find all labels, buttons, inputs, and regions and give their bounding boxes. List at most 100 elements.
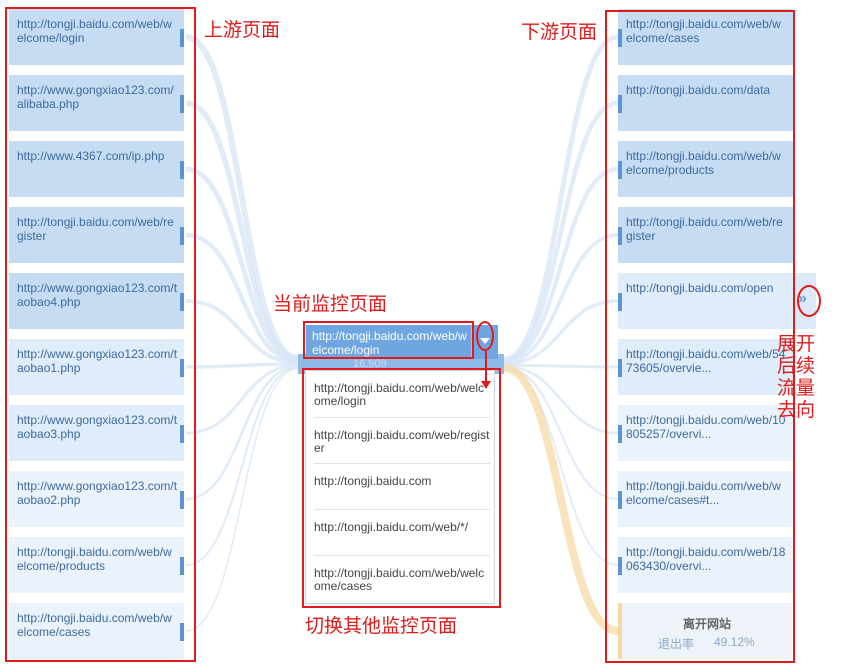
connector-tab: [618, 293, 622, 311]
page-url: http://www.gongxiao123.com/alibaba.php: [17, 83, 174, 111]
page-url: http://tongji.baidu.com/web/10805257/ove…: [626, 413, 786, 441]
right-page-node[interactable]: http://tongji.baidu.com/web/register: [618, 207, 793, 263]
expand-highlight-ring: [797, 285, 821, 317]
monitor-page-dropdown: http://tongji.baidu.com/web/welcome/logi…: [305, 370, 495, 604]
current-page-partial-value: 16,909: [353, 358, 387, 370]
left-page-node[interactable]: http://www.gongxiao123.com/taobao3.php: [9, 405, 184, 461]
page-url: http://tongji.baidu.com/open: [626, 281, 774, 295]
left-page-node[interactable]: http://www.gongxiao123.com/taobao2.php: [9, 471, 184, 527]
dropdown-option[interactable]: http://tongji.baidu.com/web/*/: [314, 520, 469, 534]
current-monitor-annotation: 当前监控页面: [273, 293, 388, 315]
exit-flow-line: [503, 364, 619, 635]
upstream-flow-line: [185, 366, 299, 566]
right-page-node[interactable]: http://tongji.baidu.com/web/10805257/ove…: [618, 405, 793, 461]
connector-tab: [618, 359, 622, 377]
exit-rate-label: 退出率: [658, 637, 695, 651]
downstream-flow-line: [503, 299, 619, 366]
dropdown-divider: [314, 555, 490, 556]
upstream-annotation: 上游页面: [204, 19, 281, 41]
left-page-node[interactable]: http://tongji.baidu.com/web/welcome/case…: [9, 603, 184, 659]
connector-tab: [180, 95, 184, 113]
upstream-flow-line: [185, 100, 299, 362]
downstream-flow-line: [503, 233, 619, 365]
connector-tab: [180, 491, 184, 509]
connector-tab: [618, 491, 622, 509]
downstream-flow-line: [503, 365, 619, 435]
dropdown-option[interactable]: http://tongji.baidu.com/web/welcome/logi…: [314, 381, 485, 408]
right-page-node[interactable]: http://tongji.baidu.com/web/18063430/ove…: [618, 537, 793, 593]
upstream-flow-line: [185, 365, 299, 501]
connector-tab: [180, 227, 184, 245]
left-page-node[interactable]: http://www.4367.com/ip.php: [9, 141, 184, 197]
page-url: http://tongji.baidu.com/web/welcome/case…: [17, 611, 172, 639]
left-page-node[interactable]: http://www.gongxiao123.com/alibaba.php: [9, 75, 184, 131]
upstream-flow-line: [185, 299, 299, 365]
page-url: http://tongji.baidu.com/data: [626, 83, 771, 97]
upstream-flow-line: [185, 166, 299, 363]
connector-tab: [180, 29, 184, 47]
page-url: http://tongji.baidu.com/web/18063430/ove…: [626, 545, 786, 573]
downstream-flow-line: [503, 34, 619, 362]
downstream-annotation: 下游页面: [521, 21, 598, 43]
exit-site-node: 离开网站 退出率 49.12%: [618, 603, 792, 659]
page-url: http://tongji.baidu.com/web/welcome/prod…: [626, 149, 781, 177]
connector-tab: [180, 557, 184, 575]
annotation-arrow: [485, 351, 487, 382]
left-page-node[interactable]: http://tongji.baidu.com/web/welcome/logi…: [9, 9, 184, 65]
connector-tab: [180, 161, 184, 179]
downstream-flow-line: [503, 363, 619, 369]
current-page-select[interactable]: http://tongji.baidu.com/web/welcome/logi…: [306, 325, 471, 359]
connector-tab: [618, 425, 622, 443]
upstream-flow-line: [185, 232, 299, 364]
annotation-arrow-head: [481, 381, 491, 389]
dropdown-divider: [314, 509, 490, 510]
connector-tab: [180, 359, 184, 377]
left-page-node[interactable]: http://tongji.baidu.com/web/register: [9, 207, 184, 263]
page-url: http://tongji.baidu.com/web/register: [626, 215, 783, 243]
dropdown-option[interactable]: http://tongji.baidu.com: [314, 474, 432, 488]
page-url: http://www.gongxiao123.com/taobao1.php: [17, 347, 178, 375]
exit-title: 离开网站: [682, 617, 731, 631]
left-page-node[interactable]: http://www.gongxiao123.com/taobao4.php: [9, 273, 184, 329]
downstream-flow-line: [503, 366, 619, 501]
page-url: http://tongji.baidu.com/web/welcome/case…: [626, 17, 781, 45]
right-page-node[interactable]: http://tongji.baidu.com/open: [618, 273, 793, 329]
connector-tab: [180, 293, 184, 311]
page-url: http://www.4367.com/ip.php: [17, 149, 165, 163]
switch-monitor-annotation: 切换其他监控页面: [305, 615, 458, 637]
right-page-node[interactable]: http://tongji.baidu.com/web/5473605/over…: [618, 339, 793, 395]
connector-tab: [180, 425, 184, 443]
page-url: http://tongji.baidu.com/web/5473605/over…: [626, 347, 786, 375]
page-url: http://www.gongxiao123.com/taobao4.php: [17, 281, 178, 309]
connector-tab: [618, 227, 622, 245]
right-page-node[interactable]: http://tongji.baidu.com/web/welcome/case…: [618, 471, 793, 527]
page-url: http://tongji.baidu.com/web/welcome/logi…: [17, 17, 172, 45]
expand-annotation: 展开后续流量去向: [777, 333, 816, 421]
upstream-flow-line: [185, 368, 299, 632]
dropdown-option[interactable]: http://tongji.baidu.com/web/register: [314, 428, 490, 455]
connector-tab: [180, 623, 184, 641]
dropdown-divider: [314, 463, 490, 464]
dropdown-divider: [314, 417, 490, 418]
left-page-node[interactable]: http://www.gongxiao123.com/taobao1.php: [9, 339, 184, 395]
upstream-flow-line: [185, 363, 299, 435]
page-url: http://tongji.baidu.com/web/register: [17, 215, 174, 243]
page-url: http://tongji.baidu.com/web/welcome/prod…: [17, 545, 172, 573]
connector-tab: [618, 95, 622, 113]
page-url: http://www.gongxiao123.com/taobao2.php: [17, 479, 178, 507]
dropdown-option[interactable]: http://tongji.baidu.com/web/welcome/case…: [314, 566, 485, 593]
left-page-node[interactable]: http://tongji.baidu.com/web/welcome/prod…: [9, 537, 184, 593]
toggle-highlight-ring: [476, 321, 494, 351]
connector-tab: [618, 161, 622, 179]
page-url: http://www.gongxiao123.com/taobao3.php: [17, 413, 178, 441]
connector-tab: [618, 557, 622, 575]
downstream-flow-line: [503, 100, 619, 363]
right-page-node[interactable]: http://tongji.baidu.com/web/welcome/case…: [618, 9, 793, 65]
right-page-node[interactable]: http://tongji.baidu.com/web/welcome/prod…: [618, 141, 793, 197]
page-url: http://tongji.baidu.com/web/welcome/case…: [626, 479, 781, 507]
connector-tab: [618, 29, 622, 47]
upstream-flow-line: [185, 362, 299, 369]
exit-rate-value: 49.12%: [714, 635, 755, 649]
right-page-node[interactable]: http://tongji.baidu.com/data: [618, 75, 793, 131]
